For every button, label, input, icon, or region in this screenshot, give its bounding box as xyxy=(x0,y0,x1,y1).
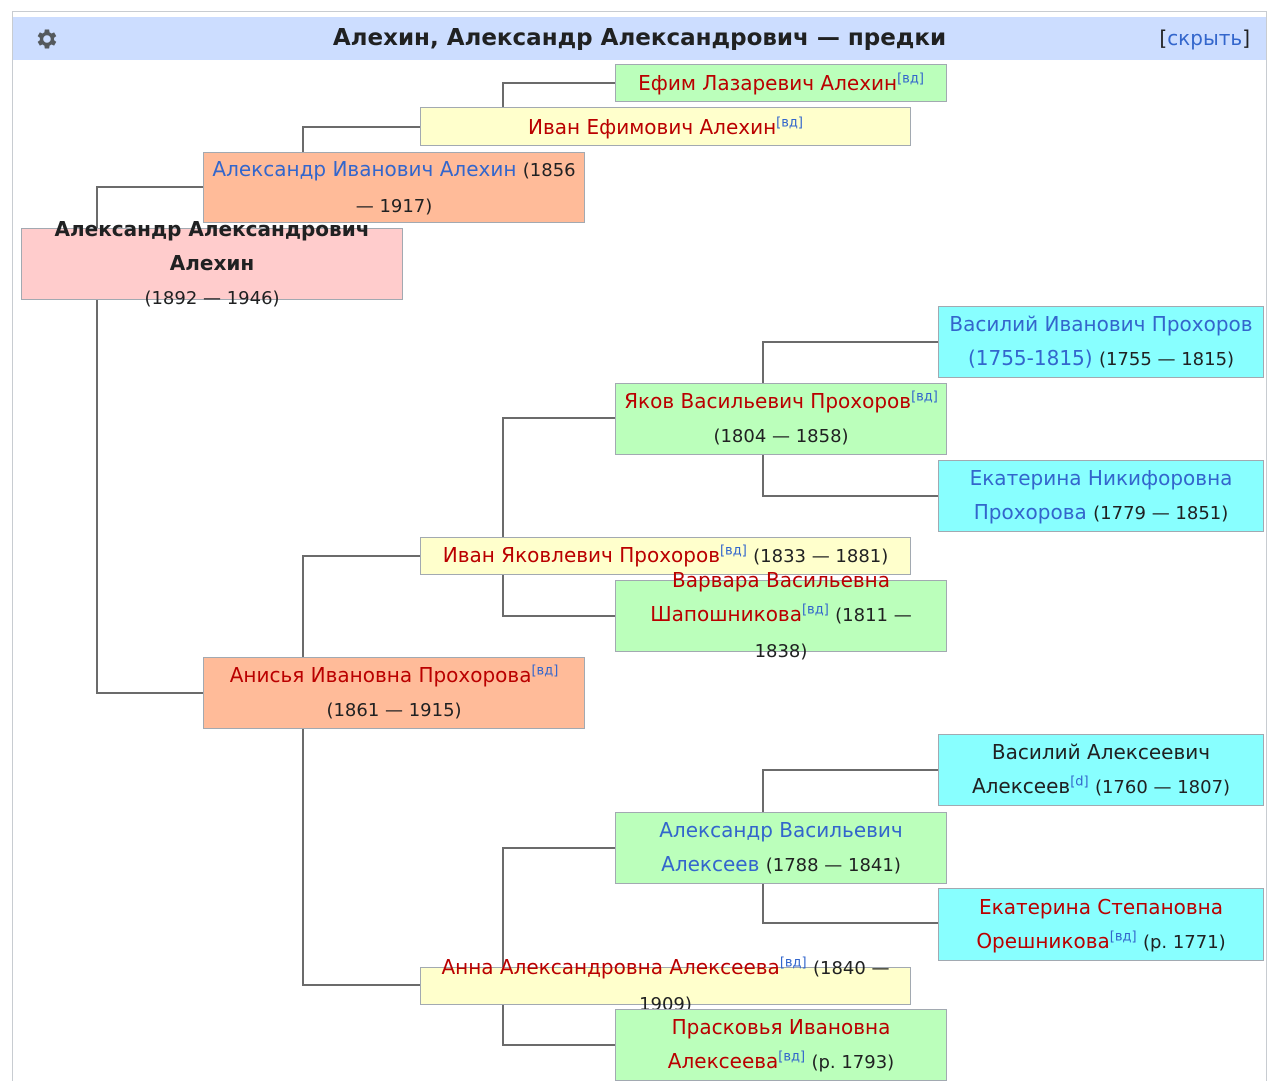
person-years: (1779 — 1851) xyxy=(1093,503,1229,524)
person-link[interactable]: Александр Васильевич Алексеев xyxy=(659,818,903,876)
person-link[interactable]: Варвара Васильевна Шапошникова xyxy=(650,568,890,626)
person-box-paternal-grandfather: Иван Ефимович Алехин[вд] xyxy=(420,107,911,146)
navbox-header: Алехин, Александр Александрович — предки… xyxy=(13,17,1266,60)
gear-icon[interactable] xyxy=(33,26,59,52)
person-link[interactable]: Екатерина Степановна Орешникова xyxy=(976,894,1223,953)
person-link[interactable]: Александр Иванович Алехин xyxy=(212,156,517,181)
person-box-gg-grandfather-1: Василий Иванович Прохоров (1755-1815) (1… xyxy=(938,306,1264,378)
wikidata-link[interactable]: [вд] xyxy=(911,389,938,405)
person-years: (1856 — 1917) xyxy=(355,159,576,217)
person-years: (1811 — 1838) xyxy=(754,605,912,662)
person-box-gg-grandfather-2: Василий Алексеевич Алексеев[d] (1760 — 1… xyxy=(938,734,1264,806)
person-link[interactable]: Прасковья Ивановна Алексеева xyxy=(667,1015,891,1073)
person-box-self: Александр Александрович Алехин (1892 — 19… xyxy=(21,217,403,309)
person-box-great-grandmother-4: Прасковья Ивановна Алексеева[вд] (р. 179… xyxy=(615,1009,947,1081)
person-years: (р. 1771) xyxy=(1142,931,1226,953)
person-box-maternal-grandfather: Иван Яковлевич Прохоров[вд] (1833 — 1881… xyxy=(420,537,911,575)
wikidata-link[interactable]: [вд] xyxy=(801,602,829,618)
person-years: (1833 — 1881) xyxy=(753,546,889,567)
person-box-great-grandfather-4: Александр Васильевич Алексеев (1788 — 18… xyxy=(615,812,947,884)
wikidata-link[interactable]: [вд] xyxy=(778,1049,806,1065)
person-link[interactable]: Иван Ефимович Алехин xyxy=(528,114,777,139)
person-years: (1861 — 1915) xyxy=(326,700,462,721)
person-name: Александр Александрович Алехин xyxy=(54,217,370,275)
navbox-title: Алехин, Александр Александрович — предки xyxy=(332,25,947,51)
person-years: (1788 — 1841) xyxy=(765,855,901,876)
person-box-gg-grandmother-2: Екатерина Степановна Орешникова[вд] (р. … xyxy=(938,888,1264,961)
wikidata-link[interactable]: [вд] xyxy=(719,543,747,559)
person-link[interactable]: Екатерина Никифоровна Прохорова xyxy=(969,466,1233,524)
wikidata-link[interactable]: [вд] xyxy=(776,114,803,130)
ancestry-navbox xyxy=(12,11,1267,1081)
person-box-maternal-grandmother: Анна Александровна Алексеева[вд] (1840 —… xyxy=(420,955,911,1015)
person-link[interactable]: Василий Иванович Прохоров (1755-1815) xyxy=(949,312,1253,370)
person-box-gg-grandmother-1: Екатерина Никифоровна Прохорова (1779 — … xyxy=(938,460,1264,532)
person-link[interactable]: Ефим Лазаревич Алехин xyxy=(638,71,898,95)
wikidata-link[interactable]: [вд] xyxy=(779,955,807,971)
wikidata-link[interactable]: [вд] xyxy=(897,71,924,87)
person-years: (1755 — 1815) xyxy=(1098,349,1235,370)
person-link[interactable]: Яков Васильевич Прохоров xyxy=(624,389,912,413)
person-box-great-grandmother-3: Варвара Васильевна Шапошникова[вд] (1811… xyxy=(615,568,947,662)
person-years: (1804 — 1858) xyxy=(713,426,849,447)
hide-link[interactable]: скрыть xyxy=(1167,26,1243,50)
person-link[interactable]: Анна Александровна Алексеева xyxy=(441,955,780,979)
person-box-great-grandfather-1: Ефим Лазаревич Алехин[вд] xyxy=(615,64,947,102)
wikidata-link[interactable]: [вд] xyxy=(531,663,559,679)
person-name: Василий Алексеевич Алексеев xyxy=(971,740,1211,798)
person-link[interactable]: Иван Яковлевич Прохоров xyxy=(442,543,720,567)
person-link[interactable]: Анисья Ивановна Прохорова xyxy=(229,663,532,687)
person-years: (р. 1793) xyxy=(811,1052,895,1073)
person-years: (1760 — 1807) xyxy=(1094,777,1231,798)
person-years: (1892 — 1946) xyxy=(144,288,280,309)
wikidata-link[interactable]: [вд] xyxy=(1109,928,1137,944)
person-box-great-grandfather-3: Яков Васильевич Прохоров[вд] (1804 — 1858… xyxy=(615,383,947,455)
person-box-father: Александр Иванович Алехин (1856 — 1917) xyxy=(203,152,585,223)
wikidata-link[interactable]: [d] xyxy=(1070,774,1089,790)
hide-toggle[interactable]: [скрыть] xyxy=(1159,26,1250,50)
person-box-mother: Анисья Ивановна Прохорова[вд] (1861 — 19… xyxy=(203,657,585,729)
